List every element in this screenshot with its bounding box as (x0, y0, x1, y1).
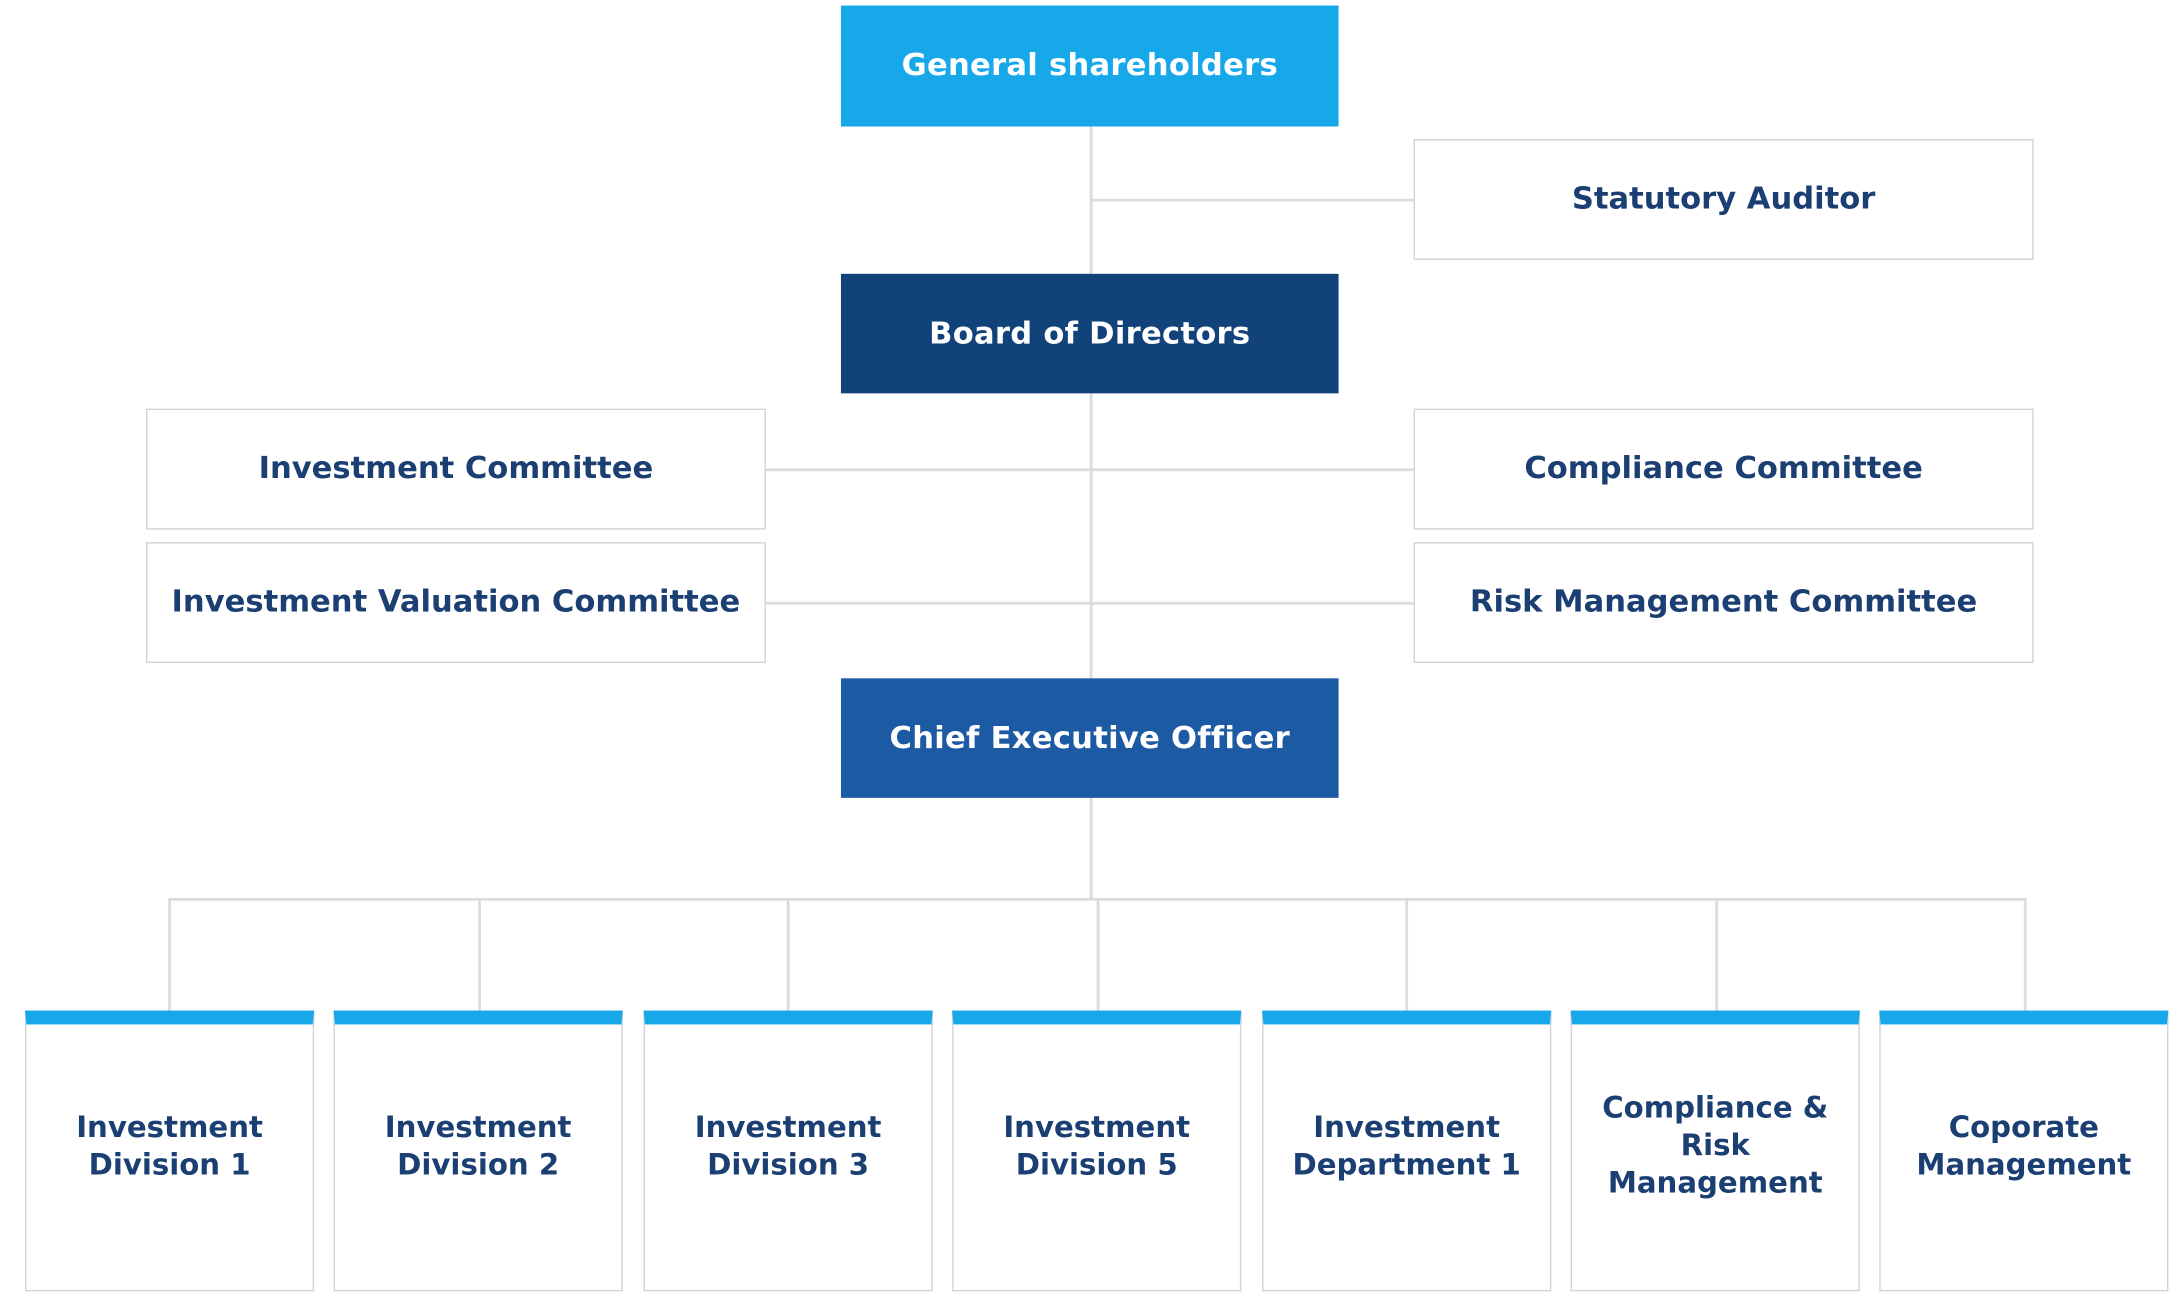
division-box-7: Coporate Management (1879, 1010, 2169, 1292)
connector-division-6 (1715, 897, 1719, 1011)
risk-management-committee-label: Risk Management Committee (1469, 585, 1978, 620)
division-box-4: Investment Division 5 (952, 1010, 1242, 1292)
connector-main-lower (1089, 797, 1093, 900)
division-box-3: Investment Division 3 (643, 1010, 933, 1292)
division-box-5: Investment Department 1 (1262, 1010, 1552, 1292)
chief-executive-officer-box: Chief Executive Officer (840, 678, 1339, 798)
division-label-1: Investment Division 1 (76, 1109, 263, 1181)
compliance-committee-box: Compliance Committee (1413, 408, 2034, 530)
investment-committee-box: Investment Committee (145, 408, 766, 530)
connector-committee-row1 (765, 468, 1414, 472)
division-box-6: Compliance & Risk Management (1570, 1010, 1860, 1292)
division-label-2: Investment Division 2 (384, 1109, 572, 1181)
compliance-committee-label: Compliance Committee (1524, 451, 1923, 487)
connector-division-4 (1096, 897, 1100, 1011)
connector-division-7 (2023, 897, 2027, 1011)
board-of-directors-box: Board of Directors (840, 273, 1339, 394)
connector-auditor (1091, 198, 1414, 202)
connector-main-middle (1089, 393, 1093, 679)
division-label-5: Investment Department 1 (1292, 1109, 1521, 1181)
statutory-auditor-box: Statutory Auditor (1413, 139, 2034, 260)
risk-management-committee-box: Risk Management Committee (1413, 542, 2034, 664)
chief-executive-officer-label: Chief Executive Officer (889, 720, 1291, 756)
connector-division-3 (786, 897, 790, 1011)
investment-committee-label: Investment Committee (258, 451, 654, 487)
division-label-7: Coporate Management (1916, 1109, 2132, 1181)
division-box-2: Investment Division 2 (333, 1010, 623, 1292)
statutory-auditor-label: Statutory Auditor (1571, 182, 1876, 217)
connector-division-1 (168, 897, 171, 1011)
connector-division-2 (478, 897, 481, 1011)
investment-valuation-committee-box: Investment Valuation Committee (145, 542, 766, 664)
general-shareholders-box: General shareholders (840, 5, 1339, 127)
connector-committee-row2 (765, 601, 1414, 605)
general-shareholders-label: General shareholders (901, 48, 1278, 84)
division-label-4: Investment Division 5 (1003, 1109, 1191, 1181)
board-of-directors-label: Board of Directors (929, 316, 1251, 351)
investment-valuation-committee-label: Investment Valuation Committee (171, 585, 741, 620)
division-label-3: Investment Division 3 (694, 1109, 882, 1181)
division-box-1: Investment Division 1 (25, 1010, 315, 1292)
connector-division-5 (1405, 897, 1409, 1011)
division-label-6: Compliance & Risk Management (1602, 1091, 1829, 1200)
